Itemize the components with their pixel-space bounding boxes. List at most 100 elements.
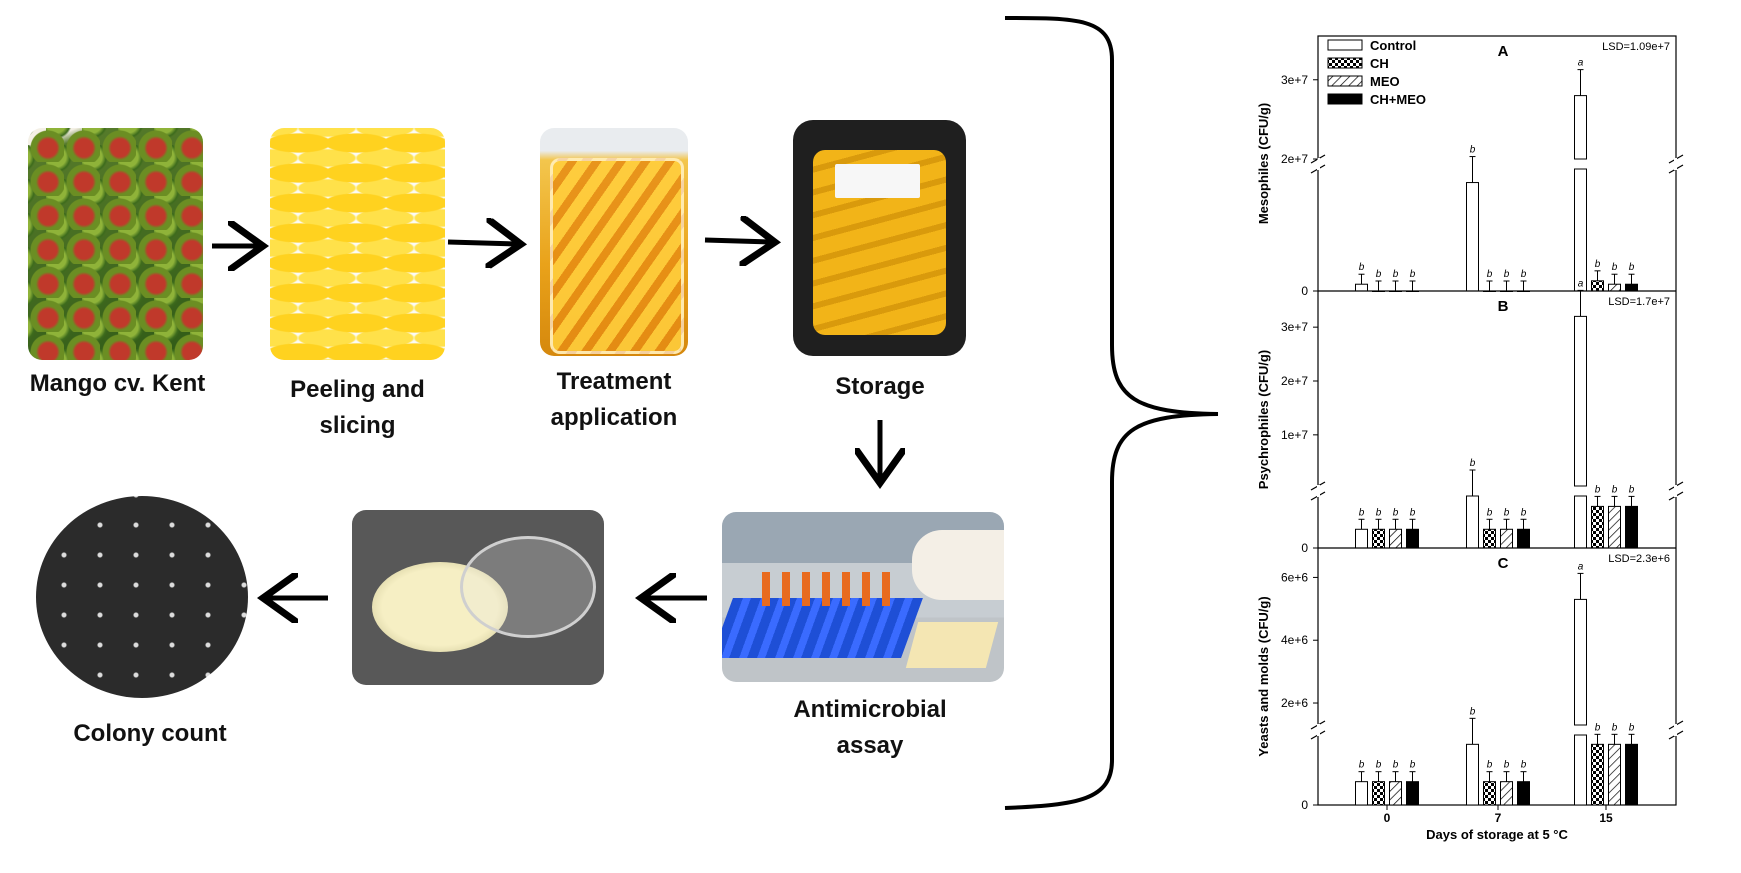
y-tick-label: 0 [1301, 541, 1308, 555]
y-tick-label: 2e+6 [1281, 696, 1308, 710]
y-axis-label: Psychrophiles (CFU/g) [1256, 350, 1271, 489]
significance-letter: b [1487, 269, 1493, 280]
treatment-jar-photo [540, 128, 688, 356]
step-label-colony: Colony count [73, 720, 227, 747]
legend-swatch [1327, 93, 1363, 105]
significance-letter: b [1595, 484, 1601, 495]
curly-brace [1004, 16, 1219, 810]
bar [1389, 528, 1402, 549]
significance-letter: b [1521, 760, 1527, 771]
bar [1500, 528, 1513, 549]
x-tick-label: 0 [1384, 811, 1391, 825]
lab-pipetting-photo [722, 512, 1004, 682]
axis-break-gap [1674, 724, 1677, 736]
bar [1574, 495, 1587, 549]
colony-plate-photo [36, 496, 248, 698]
significance-letter: b [1629, 262, 1635, 273]
significance-letter: a [1578, 58, 1584, 69]
significance-letter: b [1595, 259, 1601, 270]
y-tick-label: 4e+6 [1281, 633, 1308, 647]
lsd-label: LSD=1.09e+7 [1602, 41, 1670, 53]
significance-letter: b [1504, 760, 1510, 771]
lsd-label: LSD=2.3e+6 [1608, 553, 1670, 565]
legend-label: CH [1370, 56, 1389, 71]
significance-letter: b [1629, 722, 1635, 733]
significance-letter: a [1578, 278, 1584, 289]
lsd-label: LSD=1.7e+7 [1608, 296, 1670, 308]
axis-break-gap [1674, 485, 1677, 497]
y-tick-label: 0 [1301, 798, 1308, 812]
panel-letter: B [1498, 298, 1509, 315]
significance-letter: b [1410, 269, 1416, 280]
significance-letter: b [1487, 507, 1493, 518]
significance-letter: b [1487, 760, 1493, 771]
bar [1574, 95, 1587, 160]
bar [1500, 781, 1513, 806]
x-tick-label: 7 [1495, 811, 1502, 825]
bar [1591, 505, 1604, 549]
significance-letter: b [1504, 507, 1510, 518]
bar [1574, 315, 1587, 487]
petri-dish-photo [352, 510, 604, 685]
arrow-right-2 [447, 242, 516, 244]
legend-label: CH+MEO [1370, 92, 1426, 107]
bar [1517, 781, 1530, 806]
storage-container-photo [793, 120, 966, 356]
axis-break-gap [1317, 724, 1320, 736]
significance-letter: b [1595, 722, 1601, 733]
bar [1517, 528, 1530, 549]
bar [1355, 781, 1368, 806]
y-tick-label: 0 [1301, 284, 1308, 298]
panel-letter: A [1498, 43, 1509, 60]
bar [1625, 743, 1638, 806]
bar [1483, 528, 1496, 549]
bar [1591, 743, 1604, 806]
legend-label: Control [1370, 38, 1416, 53]
significance-letter: b [1629, 484, 1635, 495]
bar [1608, 505, 1621, 549]
y-tick-label: 1e+7 [1281, 428, 1308, 442]
significance-letter: b [1521, 507, 1527, 518]
significance-letter: b [1393, 760, 1399, 771]
bar [1355, 528, 1368, 549]
significance-letter: b [1359, 760, 1365, 771]
bar [1466, 182, 1479, 292]
step-label-mango: Mango cv. Kent [29, 370, 206, 397]
axis-break-gap [1674, 158, 1677, 170]
bar [1483, 781, 1496, 806]
significance-letter: b [1470, 706, 1476, 717]
significance-letter: b [1612, 722, 1618, 733]
significance-letter: b [1470, 145, 1476, 156]
significance-letter: b [1470, 458, 1476, 469]
bar [1591, 280, 1604, 292]
bar [1574, 598, 1587, 726]
bar [1625, 283, 1638, 292]
bar [1355, 283, 1368, 292]
significance-letter: b [1359, 262, 1365, 273]
y-tick-label: 2e+7 [1281, 374, 1308, 388]
legend-swatch [1327, 57, 1363, 69]
arrow-right-3 [704, 240, 770, 242]
axis-break-gap [1317, 158, 1320, 170]
bar [1389, 781, 1402, 806]
bar [1372, 781, 1385, 806]
significance-letter: b [1504, 269, 1510, 280]
significance-letter: b [1376, 507, 1382, 518]
significance-letter: b [1410, 760, 1416, 771]
x-tick-label: 15 [1599, 811, 1613, 825]
step-label-treatment: Treatment application [550, 368, 678, 431]
step-label-assay: Antimicrobial assay [793, 696, 947, 759]
y-axis-label: Yeasts and molds (CFU/g) [1256, 596, 1271, 756]
legend-swatch [1327, 39, 1363, 51]
step-label-storage: Storage [835, 373, 925, 400]
bar [1372, 528, 1385, 549]
significance-letter: b [1376, 269, 1382, 280]
y-axis-label: Mesophiles (CFU/g) [1256, 103, 1271, 224]
significance-letter: b [1612, 262, 1618, 273]
mango-fruits-photo [28, 128, 203, 360]
bar [1466, 743, 1479, 806]
significance-letter: b [1521, 269, 1527, 280]
bar [1466, 495, 1479, 549]
